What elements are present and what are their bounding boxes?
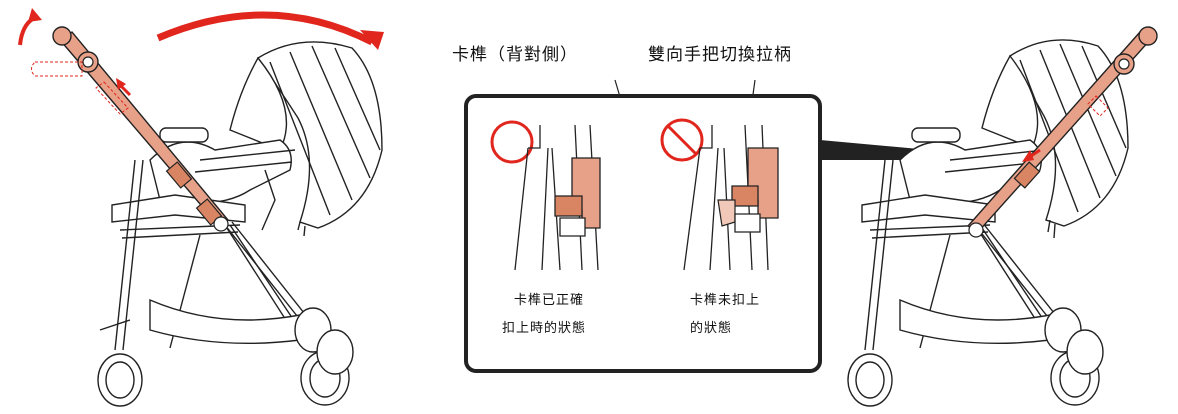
wheels-right bbox=[847, 307, 1104, 407]
handle-left bbox=[31, 26, 230, 232]
correct-caption-line2: 扣上時的狀態 bbox=[502, 321, 587, 336]
frame-left bbox=[99, 149, 331, 351]
latch-back-side-label: 卡榫（背對側） bbox=[452, 45, 578, 65]
incorrect-caption-line1: 卡榫未扣上 bbox=[690, 293, 761, 308]
correct-caption-line1: 卡榫已正確 bbox=[514, 293, 585, 308]
correct-detail bbox=[490, 120, 601, 271]
wheels-left bbox=[97, 307, 354, 407]
reversible-handle-label: 雙向手把切換拉柄 bbox=[648, 45, 792, 65]
seat-left bbox=[111, 127, 292, 239]
canopy-left bbox=[229, 41, 383, 237]
stroller-left bbox=[97, 41, 383, 407]
incorrect-detail bbox=[660, 118, 779, 271]
incorrect-caption-line2: 的狀態 bbox=[690, 321, 733, 336]
prohibited-icon bbox=[660, 118, 704, 162]
callout-box bbox=[464, 94, 822, 373]
handle-right bbox=[966, 26, 1158, 238]
circle-icon bbox=[490, 120, 534, 164]
rotation-arrows-left bbox=[18, 8, 384, 97]
